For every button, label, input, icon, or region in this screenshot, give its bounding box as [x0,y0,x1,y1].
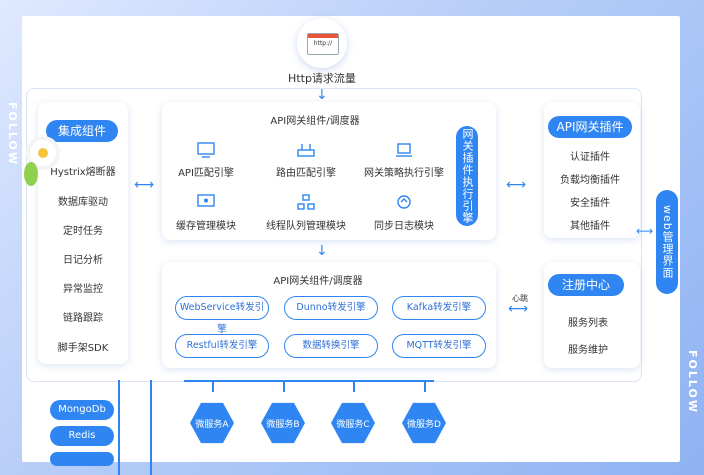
bidirectional-arrow-icon: ⟷ [508,301,529,317]
browser-label: http:// [313,40,333,47]
web-management: web管理界面 [656,190,678,294]
datastore-node: Redis [50,426,114,446]
gateway-top-title: API网关组件/调度器 [270,116,360,127]
integration-item: 定时任务 [63,226,103,237]
browser-icon: http:// [297,18,347,68]
http-flow-label: Http请求流量 [288,72,356,85]
connector-line [184,380,434,382]
sync-icon [397,195,411,209]
queue-icon [297,194,315,210]
bidirectional-arrow-icon: ⟷ [506,177,527,193]
bidirectional-arrow-icon: ⟷ [636,224,654,238]
gateway-top-item: 路由匹配引擎 [276,168,336,179]
gateway-top-item: 线程队列管理模块 [266,221,346,232]
forward-engine: Kafka转发引擎 [392,296,486,320]
integration-item: 日记分析 [63,255,103,266]
follow-tag-right: FOLLOW [686,350,699,414]
integration-item: 链路跟踪 [63,313,103,324]
gateway-top-panel [162,102,496,240]
microservice-node: 微服务C [331,402,375,444]
plugin-item: 认证插件 [570,152,610,163]
gateway-top-item: API匹配引擎 [178,168,234,179]
bidirectional-arrow-icon: ⟷ [134,177,155,193]
arrow-down-icon: ↓ [316,87,328,103]
arrow-down-icon: ↓ [316,243,328,259]
gateway-top-item: 网关策略执行引擎 [364,168,444,179]
leaf-icon [24,162,38,186]
plugin-title: API网关插件 [548,116,632,138]
datastore-node: MongoDb [50,400,114,420]
integration-item: 异常监控 [63,284,103,295]
registry-title: 注册中心 [548,274,624,296]
forward-engine: WebService转发引擎 [175,296,269,335]
integration-item: Hystrix熔断器 [50,167,116,178]
registry-item: 服务维护 [568,345,608,356]
connector-line [424,380,426,392]
plugin-item: 其他插件 [570,221,610,232]
microservice-node: 微服务B [261,402,305,444]
laptop-icon [396,143,412,157]
router-icon [297,144,315,157]
integration-item: 脚手架SDK [57,343,109,354]
connector-line [118,380,120,475]
monitor-icon [197,142,215,158]
forward-engine: MQTT转发引擎 [392,334,486,358]
plugin-item: 负载均衡插件 [560,175,620,186]
microservice-node: 微服务D [402,402,446,444]
datastore-node-partial [50,452,114,466]
follow-tag-left: FOLLOW [6,102,19,166]
plugin-exec-engine: 网关插件执行引擎 [456,126,478,226]
heartbeat-label: 心跳 [512,294,528,303]
connector-line [150,380,152,475]
connector-line [353,380,355,392]
forward-engine: 数据转换引擎 [284,334,378,358]
forward-engine: Dunno转发引擎 [284,296,378,320]
cache-icon [197,194,215,207]
gateway-top-item: 缓存管理模块 [176,221,236,232]
gateway-top-item: 同步日志模块 [374,221,434,232]
connector-line [212,380,214,392]
registry-item: 服务列表 [568,318,608,329]
flower-icon [30,140,56,166]
connector-line [283,380,285,392]
gateway-bottom-title: API网关组件/调度器 [273,276,363,287]
integration-title: 集成组件 [46,120,118,142]
forward-engine: Restful转发引擎 [175,334,269,358]
integration-item: 数据库驱动 [58,197,108,208]
plugin-item: 安全插件 [570,198,610,209]
